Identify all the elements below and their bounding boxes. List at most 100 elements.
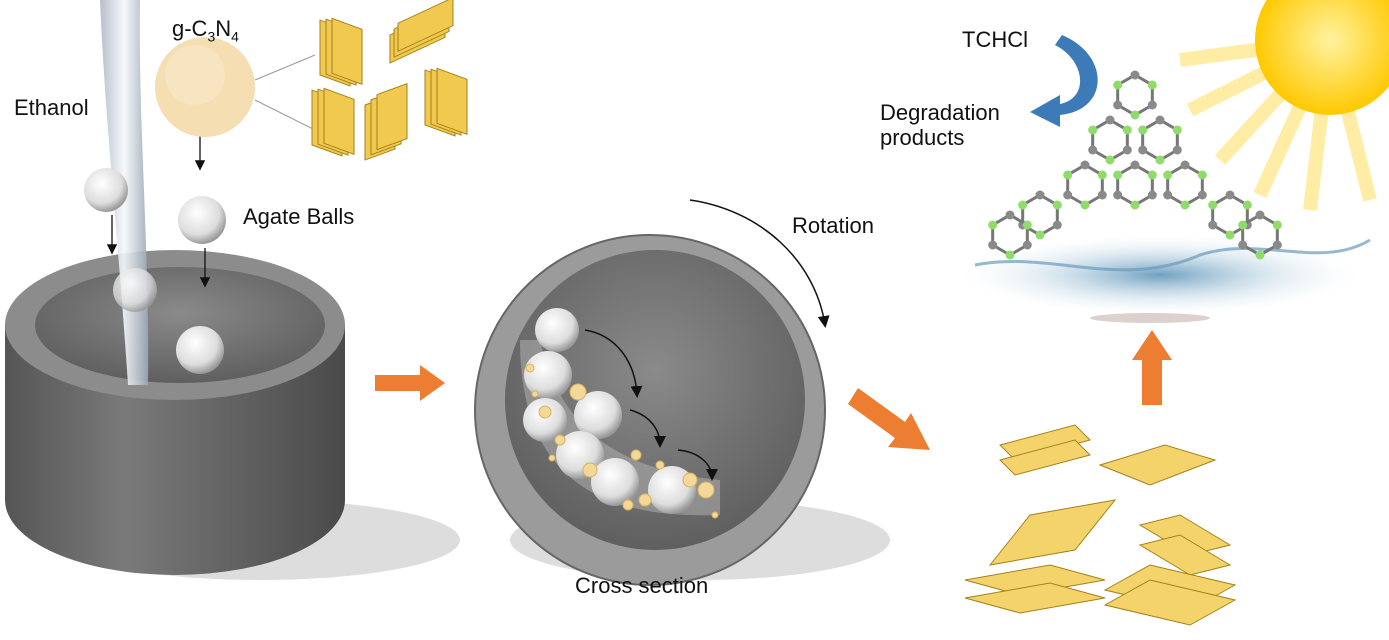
- atom: [1163, 170, 1173, 180]
- hexagon-ring: [1166, 163, 1204, 207]
- atom: [1255, 210, 1265, 220]
- ethanol-label: Ethanol: [14, 95, 89, 120]
- rotation-arrow: [689, 199, 830, 328]
- atom: [1022, 240, 1032, 250]
- atom: [1063, 190, 1073, 200]
- atom: [1138, 145, 1148, 155]
- gcn-molecular-structure: [988, 70, 1282, 260]
- powder-particles: [525, 363, 719, 519]
- degradation-line: products: [880, 125, 965, 151]
- atom: [1080, 200, 1090, 210]
- atom: [988, 220, 998, 230]
- atom: [1122, 125, 1132, 135]
- atom: [1035, 230, 1045, 240]
- atom: [1035, 190, 1045, 200]
- gcn-label-part: g-C: [172, 16, 208, 41]
- atom: [1088, 145, 1098, 155]
- atom: [1113, 170, 1123, 180]
- atom: [1113, 100, 1123, 110]
- atom: [1255, 250, 1265, 260]
- atom: [1052, 220, 1062, 230]
- atom: [1097, 190, 1107, 200]
- water-splash: [960, 235, 1360, 315]
- agate-balls-label: Agate Balls: [243, 204, 355, 229]
- atom: [1005, 250, 1015, 260]
- motion-arrow: [629, 409, 666, 448]
- process-arrow-up: [1132, 330, 1172, 405]
- atom: [1155, 115, 1165, 125]
- sun-icon: [1179, 0, 1389, 211]
- atom: [988, 240, 998, 250]
- atom: [1147, 170, 1157, 180]
- atom: [1172, 125, 1182, 135]
- agate-ball: [84, 168, 128, 212]
- atom: [1238, 220, 1248, 230]
- atom: [1130, 200, 1140, 210]
- balls-in-jar: [523, 308, 696, 514]
- atom: [1130, 160, 1140, 170]
- atom: [1105, 155, 1115, 165]
- atom: [1052, 200, 1062, 210]
- atom: [1208, 200, 1218, 210]
- agate-ball: [113, 268, 157, 312]
- process-arrow-right: [375, 365, 445, 401]
- atom: [1225, 230, 1235, 240]
- atom: [1080, 160, 1090, 170]
- motion-arrow: [584, 329, 643, 398]
- atom: [1088, 125, 1098, 135]
- degradation-arrow: [1030, 35, 1098, 127]
- exfoliated-nanosheets: [964, 424, 1237, 626]
- cross-section-label: Cross section: [575, 573, 709, 598]
- gcn-label-sub: 4: [231, 28, 239, 45]
- atom: [1225, 190, 1235, 200]
- gcn-layer-stacks: [311, 0, 468, 161]
- atom: [1018, 200, 1028, 210]
- atom: [1172, 145, 1182, 155]
- gcn-label-sub: 3: [207, 28, 216, 45]
- atom: [1097, 170, 1107, 180]
- hexagon-ring: [1066, 163, 1104, 207]
- atom: [1155, 155, 1165, 165]
- atom: [1063, 170, 1073, 180]
- milling-jar: [5, 250, 345, 575]
- hexagon-ring: [1091, 118, 1129, 162]
- rotation-label: Rotation: [792, 213, 874, 238]
- process-arrow-diagonal: [848, 388, 930, 450]
- atom: [1163, 190, 1173, 200]
- zoom-line: [254, 99, 316, 131]
- atom: [1122, 145, 1132, 155]
- atom: [1242, 200, 1252, 210]
- agate-ball: [176, 326, 224, 374]
- atom: [1147, 100, 1157, 110]
- atom: [1130, 110, 1140, 120]
- atom: [1147, 80, 1157, 90]
- atom: [1180, 200, 1190, 210]
- motion-arrow: [677, 449, 718, 481]
- atom: [1208, 220, 1218, 230]
- atom: [1005, 210, 1015, 220]
- hexagon-ring: [1116, 163, 1154, 207]
- atom: [1272, 220, 1282, 230]
- agate-ball: [178, 196, 226, 244]
- atom: [1272, 240, 1282, 250]
- hexagon-ring: [1141, 118, 1179, 162]
- degradation-line: Degradation: [880, 100, 1000, 125]
- gcn-label: g-C3N4: [172, 16, 239, 44]
- atom: [1180, 160, 1190, 170]
- hexagon-ring: [1116, 73, 1154, 117]
- atom: [1147, 190, 1157, 200]
- atom: [1138, 125, 1148, 135]
- gcn-label-part: N: [215, 16, 232, 41]
- atom: [1113, 190, 1123, 200]
- atom: [1130, 70, 1140, 80]
- atom: [1238, 240, 1248, 250]
- atom: [1022, 220, 1032, 230]
- atom: [1105, 115, 1115, 125]
- zoom-line: [254, 54, 316, 81]
- atom: [1113, 80, 1123, 90]
- atom: [1197, 190, 1207, 200]
- atom: [1197, 170, 1207, 180]
